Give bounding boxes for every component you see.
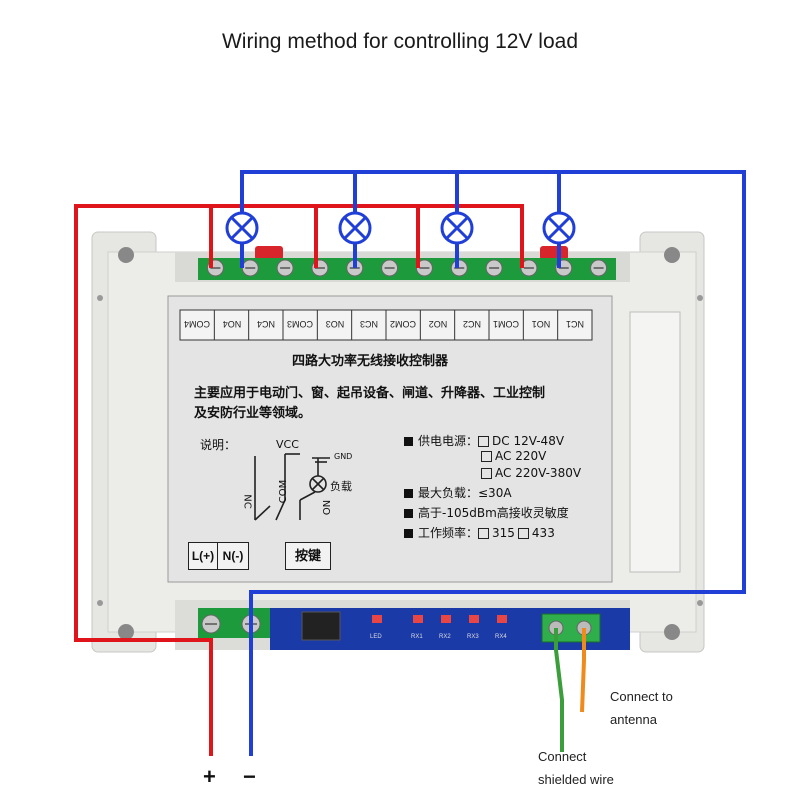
board-label-rx3: RX3 bbox=[467, 634, 479, 640]
antenna-wire-orange bbox=[580, 628, 586, 713]
terminal-label-nc2: NC2 bbox=[462, 319, 481, 329]
schematic bbox=[254, 453, 330, 521]
mount-hole bbox=[664, 624, 680, 640]
front-panel bbox=[167, 295, 613, 583]
led-indicator bbox=[441, 615, 451, 623]
antenna-wire-green bbox=[554, 628, 564, 752]
terminal-label-com3: COM3 bbox=[287, 319, 314, 329]
terminal-label-com2: COM2 bbox=[390, 319, 417, 329]
side-slot bbox=[629, 311, 681, 573]
max-load: 最大负载：≤30A bbox=[418, 486, 512, 500]
freq-label: 工作频率： bbox=[418, 526, 479, 540]
board-label-led: LED bbox=[370, 634, 382, 640]
bullet-square bbox=[404, 509, 413, 518]
sensitivity-row: 高于-105dBm高接收灵敏度 bbox=[404, 504, 569, 521]
side-hole bbox=[697, 600, 703, 606]
diagram-title: Wiring method for controlling 12V load bbox=[221, 30, 578, 53]
terminal-label-no3: NO3 bbox=[325, 319, 344, 329]
led-indicator bbox=[497, 615, 507, 623]
checkbox bbox=[481, 468, 492, 479]
bullet-square bbox=[404, 489, 413, 498]
lamp-load bbox=[440, 211, 474, 245]
mount-hole bbox=[664, 247, 680, 263]
antenna-note-line2: antenna bbox=[610, 712, 657, 727]
shield-note-line2: shielded wire bbox=[538, 772, 614, 787]
vcc-label: VCC bbox=[276, 438, 299, 451]
lamp-load bbox=[338, 211, 372, 245]
panel-desc-1: 主要应用于电动门、窗、起吊设备、闸道、升降器、工业控制 bbox=[194, 386, 546, 401]
terminal-label-no1: NO1 bbox=[531, 319, 550, 329]
freq-row: 工作频率： 315 433 bbox=[404, 524, 555, 541]
mount-hole bbox=[118, 624, 134, 640]
power-option-3: AC 220V-380V bbox=[495, 466, 582, 480]
checkbox bbox=[478, 528, 490, 539]
board-label-rx4: RX4 bbox=[495, 634, 507, 640]
power-row: 供电电源： DC 12V-48V bbox=[404, 432, 564, 449]
antenna-note-line1: Connect to bbox=[610, 689, 673, 704]
terminal-label-nc4: NC4 bbox=[256, 319, 275, 329]
led-indicator bbox=[469, 615, 479, 623]
bullet-square bbox=[404, 437, 413, 446]
l-plus-label: L(+) bbox=[188, 542, 218, 570]
bullet-square bbox=[404, 529, 413, 538]
key-label: 按键 bbox=[285, 542, 331, 570]
freq-option-2: 433 bbox=[531, 526, 555, 540]
shield-note-line1: Connect bbox=[538, 749, 587, 764]
board-label-rx1: RX1 bbox=[411, 634, 423, 640]
red-wires bbox=[74, 204, 524, 756]
power-label: 供电电源： bbox=[418, 434, 479, 448]
led-indicator bbox=[413, 615, 423, 623]
terminal-label-nc3: NC3 bbox=[359, 319, 378, 329]
panel-heading: 四路大功率无线接收控制器 bbox=[292, 354, 449, 369]
nc-label: NC bbox=[241, 494, 253, 509]
sensitivity: 高于-105dBm高接收灵敏度 bbox=[418, 506, 569, 520]
button-socket bbox=[301, 611, 341, 641]
relay-indicator bbox=[540, 246, 568, 260]
terminal-label-no2: NO2 bbox=[428, 319, 447, 329]
freq-option-1: 315 bbox=[492, 526, 515, 540]
panel-desc-2: 及安防行业等领域。 bbox=[194, 406, 312, 421]
led-indicator bbox=[372, 615, 382, 623]
side-hole bbox=[697, 295, 703, 301]
max-load-row: 最大负载：≤30A bbox=[404, 484, 512, 501]
top-terminal-strip bbox=[198, 258, 616, 280]
checkbox bbox=[481, 451, 492, 462]
lamp-load bbox=[542, 211, 576, 245]
terminal-label-com1: COM1 bbox=[493, 319, 520, 329]
gnd-label: GND bbox=[334, 452, 353, 461]
checkbox bbox=[478, 436, 490, 447]
side-hole bbox=[97, 600, 103, 606]
load-label: 负载 bbox=[330, 480, 352, 493]
mount-hole bbox=[118, 247, 134, 263]
terminal-label-com4: COM4 bbox=[184, 319, 211, 329]
n-minus-label: N(-) bbox=[217, 542, 249, 570]
checkbox bbox=[517, 528, 529, 539]
board-label-rx2: RX2 bbox=[439, 634, 451, 640]
terminal-label-nc1: NC1 bbox=[565, 319, 584, 329]
plus-terminal-label: + bbox=[203, 764, 216, 789]
terminal-label-no4: NO4 bbox=[222, 319, 241, 329]
com-label: COM bbox=[278, 479, 290, 504]
power-option-1: DC 12V-48V bbox=[492, 434, 565, 448]
power-row-3: AC 220V-380V bbox=[481, 466, 581, 480]
no-label: NO bbox=[320, 499, 332, 516]
lamp-load bbox=[225, 211, 259, 245]
explain-label: 说明： bbox=[200, 438, 237, 452]
side-hole bbox=[97, 295, 103, 301]
power-option-2: AC 220V bbox=[495, 449, 547, 463]
power-row-2: AC 220V bbox=[481, 449, 546, 463]
relay-indicator bbox=[255, 246, 283, 260]
minus-terminal-label: − bbox=[243, 764, 256, 789]
